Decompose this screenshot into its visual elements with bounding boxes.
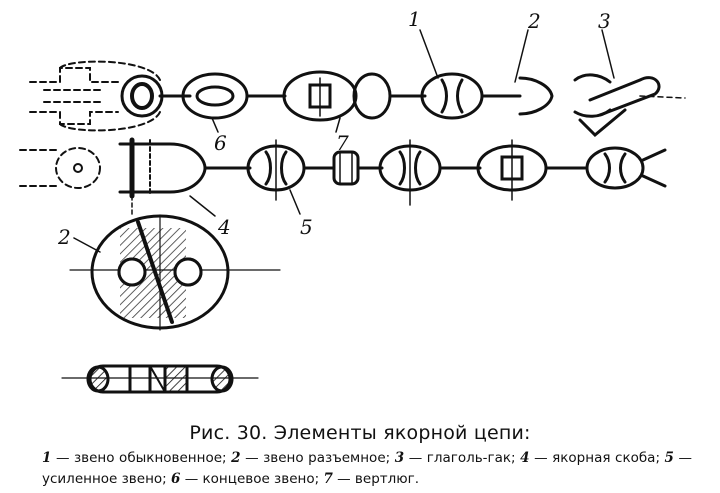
legend-text: — звено обыкновенное; [55,450,227,466]
label-5: 5 [300,215,313,239]
legend-num: 6 [171,471,181,487]
common-link-3 [585,146,645,190]
legend-text: — концевое звено; [184,471,320,487]
label-6: 6 [214,131,227,155]
legend-num: 4 [520,450,530,466]
detachable-link-side [61,364,259,394]
connector-link [352,72,392,120]
legend-num: 7 [323,471,333,487]
common-link-2 [378,139,442,206]
legend-text: — звено разъемное; [245,450,391,466]
figure-legend: 1 — звено обыкновенное; 2 — звено разъем… [42,448,692,490]
legend-text: — глаголь-гак; [408,450,516,466]
common-link-1 [420,72,484,120]
legend-text: — якорная скоба; [534,450,660,466]
legend-num: 2 [231,450,241,466]
swivel-link [282,70,358,122]
pelican-hook [573,73,686,138]
detachable-link-detail [69,214,281,331]
legend-num: 5 [664,450,674,466]
detachable-link-top [518,76,554,116]
anchor-outline-top [29,60,161,132]
anchor-chain-diagram: 1 2 3 6 7 4 5 2 [19,7,686,394]
legend-num: 1 [42,450,52,466]
legend-text: — вертлюг. [337,471,420,487]
anchor-outline-mid [19,147,101,189]
detachable-link-mid [476,139,548,201]
legend-text: — усиленное звено; [42,450,692,487]
top-chain-row [29,60,686,138]
leader-lines [73,29,615,253]
anchor-shackle [118,137,207,216]
label-2-detail: 2 [57,225,71,249]
label-2-top: 2 [527,9,541,33]
legend-num: 3 [394,450,405,466]
swivel-body [332,150,360,186]
reinforced-link [246,139,306,201]
middle-chain-row [19,137,667,216]
label-1: 1 [408,7,421,31]
label-4: 4 [217,215,231,239]
label-3: 3 [598,9,611,33]
label-7: 7 [336,131,349,155]
end-link-large [181,72,249,120]
figure-caption-title: Рис. 30. Элементы якорной цепи: [189,422,531,444]
end-link-top [120,74,164,118]
